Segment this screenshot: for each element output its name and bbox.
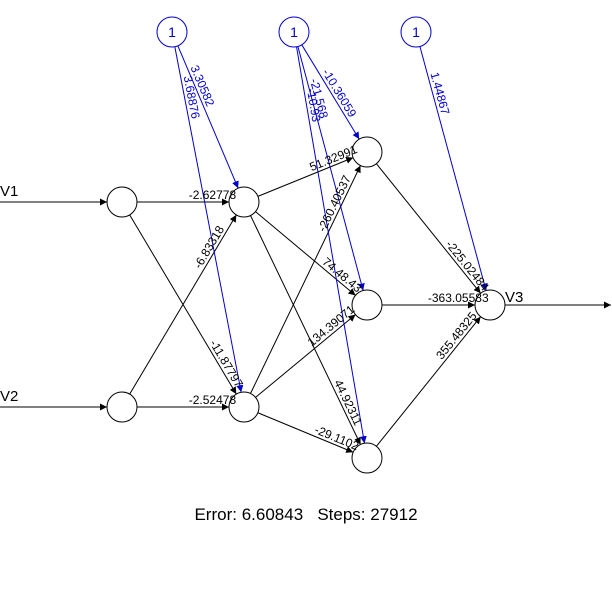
edge-h1b-h2b <box>255 314 356 398</box>
bias-node-b3 <box>400 16 432 48</box>
labels: -2.62778-11.87797-6.83318-2.524783.30582… <box>0 63 523 453</box>
bias-label: 1 <box>412 24 420 40</box>
edge-b1-h1b <box>174 46 244 393</box>
edge-h2c-out <box>376 316 481 447</box>
bias-node-b1 <box>156 16 188 48</box>
weight-in2-h1a: -6.83318 <box>191 223 227 271</box>
weight-b2-h2c: -10.93 <box>304 87 324 123</box>
output-label-v3: V3 <box>505 289 523 306</box>
edges <box>0 44 611 453</box>
error-label: Error: 6.60843 <box>194 505 304 524</box>
training-summary: Error: 6.60843 Steps: 27912 <box>0 505 612 525</box>
weight-in2-h1b: -2.52478 <box>189 393 237 407</box>
edge-b3-out <box>419 46 488 291</box>
neuron-h2a <box>351 136 383 168</box>
edge-b2-h2c <box>296 46 367 444</box>
neuron-h1a <box>228 186 260 218</box>
neuron-h2b <box>351 289 383 321</box>
neuron-h1b <box>228 391 260 423</box>
neuron-out <box>474 289 506 321</box>
steps-label: Steps: 27912 <box>317 505 418 524</box>
edge-h1a-h2a <box>257 157 354 197</box>
weight-h1a-h2b: 74.48.43 <box>320 255 365 296</box>
weight-h1b-h2b: 134.39071 <box>305 302 358 349</box>
edge-in2-h1a <box>129 214 237 395</box>
weight-h1b-h2c: -29.1102 <box>313 423 362 454</box>
weight-in1-h1b: -11.87797 <box>207 337 246 390</box>
edge-h2a-out <box>376 163 481 294</box>
weight-h2c-out: 355.48325 <box>433 309 480 362</box>
edge-h1a-h2b <box>255 211 356 296</box>
neuron-in1 <box>106 186 138 218</box>
input-label-v2: V2 <box>0 388 18 405</box>
edge-b2-h2b <box>297 46 365 291</box>
edge-h1b-h2a <box>250 165 361 394</box>
weight-h2a-out: -225.02484 <box>443 238 492 294</box>
edge-h1b-h2c <box>257 412 354 453</box>
bias-node-b2 <box>278 16 310 48</box>
weight-h2b-out: -363.05583 <box>428 291 489 305</box>
input-label-v1: V1 <box>0 183 18 200</box>
edge-h1a-h2c <box>250 215 361 445</box>
bias-label: 1 <box>290 24 298 40</box>
bias-label: 1 <box>168 24 176 40</box>
weight-h1a-h2a: 51.32991 <box>308 142 360 174</box>
neuron-in2 <box>106 391 138 423</box>
nodes: 1 1 1 <box>106 16 506 474</box>
edge-b2-h2a <box>301 44 360 140</box>
edge-b1-h1a <box>177 45 239 189</box>
weight-b3-out: 1.44867 <box>427 71 452 117</box>
weight-in1-h1a: -2.62778 <box>189 188 237 202</box>
weight-h1a-h2c: 44.92311 <box>331 377 365 428</box>
neuron-h2c <box>351 442 383 474</box>
